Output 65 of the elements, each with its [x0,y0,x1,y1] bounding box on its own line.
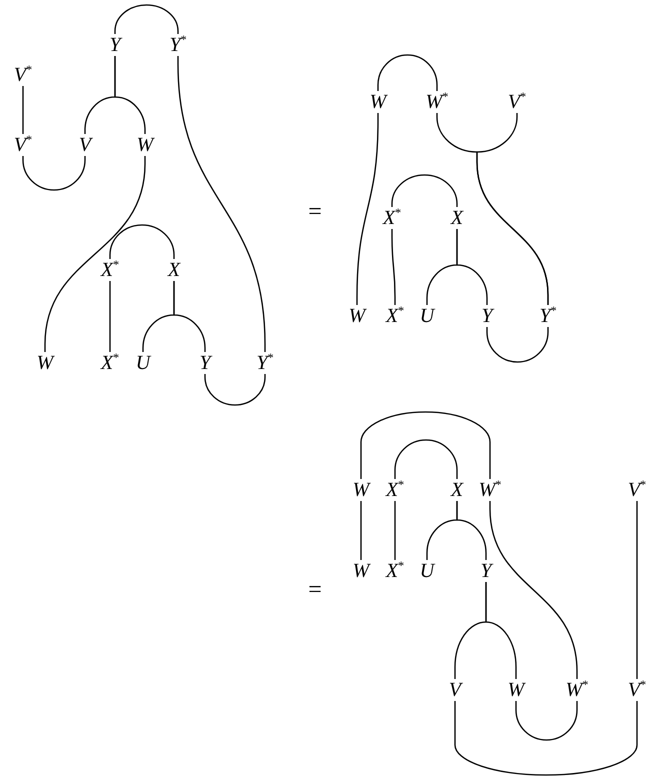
string-line [515,701,578,741]
string-line [476,113,549,305]
string-line [114,4,179,34]
object-label: V$^{*}$ [14,135,32,155]
string-line [177,56,266,352]
string-line [114,56,146,134]
object-label: W$^{*}$ [566,680,588,700]
string-line [173,281,206,352]
object-label: U [420,306,434,326]
object-label: W$^{*}$ [426,92,448,112]
object-label: X [450,208,464,228]
string-line [456,229,488,305]
equals-sign: = [308,578,322,602]
string-line [486,327,549,363]
object-label: X$^{*}$ [386,561,404,581]
object-label: V [78,135,92,155]
object-label: V$^{*}$ [508,92,526,112]
object-label: X$^{*}$ [100,353,120,373]
equals-sign: = [308,200,322,224]
string-line [44,156,146,352]
string-line [22,86,24,134]
string-line [204,374,266,406]
object-label: Y [480,561,492,581]
object-label: W [36,353,54,373]
object-label: U [136,353,150,373]
string-line [391,174,458,207]
object-label: Y [109,35,121,55]
string-line [360,411,491,479]
object-label: Y [199,353,211,373]
object-label: W [136,135,154,155]
object-label: W [370,92,386,112]
string-line [489,501,578,679]
object-label: W$^{*}$ [478,480,502,500]
object-label: Y [481,306,493,326]
object-label: X [168,260,180,280]
object-label: V$^{*}$ [628,480,646,500]
object-label: V$^{*}$ [14,65,32,85]
object-label: W [352,480,370,500]
string-line [356,113,379,305]
object-label: Y$^{*}$ [539,306,557,326]
object-label: X$^{*}$ [100,260,120,280]
object-label: W [348,306,366,326]
string-line [391,229,396,305]
string-line [485,582,517,679]
object-label: W [352,561,370,581]
string-line [394,501,396,560]
object-label: X$^{*}$ [382,208,402,228]
string-line [109,224,175,259]
string-line [636,501,638,679]
object-label: Y$^{*}$ [256,353,274,373]
string-line [456,501,487,560]
string-line [109,281,111,352]
string-line [377,54,438,91]
object-label: X$^{*}$ [386,480,404,500]
object-label: U [420,561,434,581]
string-line [454,701,638,776]
object-label: X$^{*}$ [386,306,404,326]
string-line [360,501,362,560]
object-label: W [508,680,524,700]
object-label: Y$^{*}$ [169,35,187,55]
object-label: V [448,680,462,700]
string-line [394,439,458,479]
object-label: X [450,480,464,500]
string-line [22,156,86,191]
object-label: V$^{*}$ [628,680,646,700]
